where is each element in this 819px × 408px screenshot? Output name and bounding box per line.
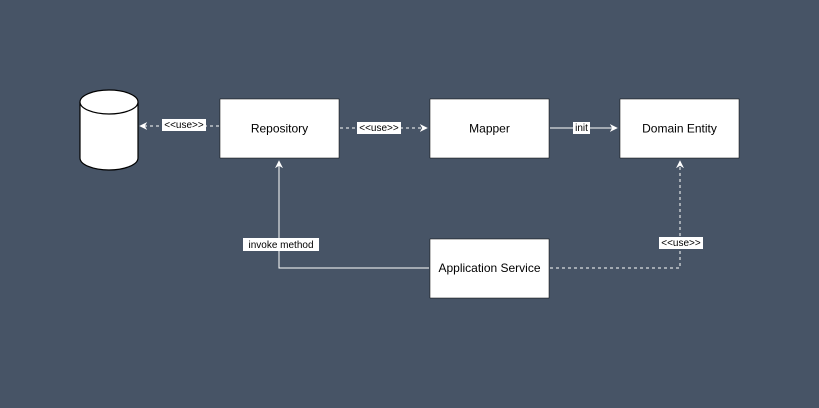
label-repo-to-mapper-text: <<use>> xyxy=(359,123,399,134)
node-repository-label: Repository xyxy=(251,122,308,136)
label-mapper-to-entity: init xyxy=(573,122,590,134)
node-mapper-label: Mapper xyxy=(469,122,510,136)
edge-service-to-entity xyxy=(550,160,684,269)
node-mapper[interactable]: Mapper xyxy=(429,98,550,159)
label-repo-to-db-text: <<use>> xyxy=(164,120,204,131)
label-service-to-repo-text: invoke method xyxy=(248,240,313,251)
label-repo-to-db: <<use>> xyxy=(162,119,206,131)
node-application-service[interactable]: Application Service xyxy=(429,238,550,299)
node-domain-entity[interactable]: Domain Entity xyxy=(619,98,740,159)
label-repo-to-mapper: <<use>> xyxy=(357,122,401,134)
edge-service-to-repo xyxy=(275,160,429,269)
label-service-to-entity-text: <<use>> xyxy=(661,238,701,249)
label-mapper-to-entity-text: init xyxy=(575,123,588,134)
label-service-to-repo: invoke method xyxy=(243,238,319,251)
node-application-service-label: Application Service xyxy=(438,261,540,275)
label-service-to-entity: <<use>> xyxy=(659,237,703,249)
edge-labels: <<use>> <<use>> init invoke method <<use… xyxy=(162,119,703,251)
database-icon[interactable] xyxy=(79,89,139,171)
node-domain-entity-label: Domain Entity xyxy=(642,122,717,136)
node-repository[interactable]: Repository xyxy=(219,98,340,159)
